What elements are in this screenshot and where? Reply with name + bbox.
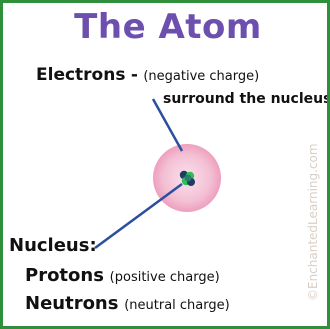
nucleus-pointer-line	[94, 182, 183, 250]
electrons-description: surround the nucleus	[163, 91, 330, 107]
neutrons-label: Neutrons	[25, 293, 119, 314]
atom-illustration	[94, 98, 221, 250]
nucleus-particles	[179, 170, 195, 186]
nucleus-particle	[184, 174, 192, 182]
protons-charge-note: (positive charge)	[109, 270, 220, 285]
electron-pointer-line	[151, 98, 184, 152]
protons-line: Protons (positive charge)	[25, 265, 220, 286]
nucleus-label: Nucleus:	[9, 235, 97, 256]
neutrons-charge-note: (neutral charge)	[124, 298, 230, 313]
page-title: The Atom	[74, 7, 262, 47]
electrons-heading: Electrons - (negative charge)	[36, 65, 259, 85]
electrons-charge-note: (negative charge)	[143, 69, 260, 84]
neutrons-line: Neutrons (neutral charge)	[25, 293, 230, 314]
protons-label: Protons	[25, 265, 104, 286]
copyright-watermark: ©EnchantedLearning.com	[306, 143, 320, 301]
electrons-label: Electrons	[36, 65, 126, 85]
electrons-dash: -	[130, 65, 138, 85]
